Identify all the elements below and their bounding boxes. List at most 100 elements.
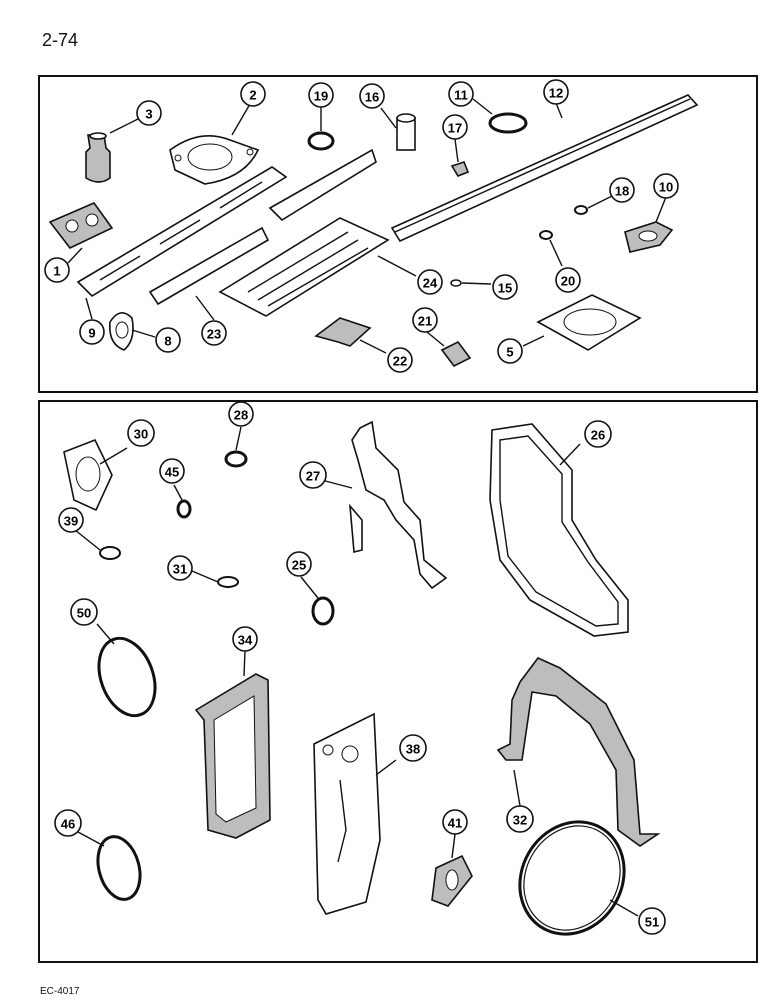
callout-38: 38 [399,734,427,762]
svg-text:23: 23 [207,327,221,342]
svg-text:15: 15 [498,281,512,296]
callout-2: 2 [240,81,266,107]
part-5-square-gasket [536,294,642,351]
svg-text:41: 41 [448,816,462,831]
svg-text:26: 26 [591,428,605,443]
callout-10: 10 [653,173,679,199]
part-19-seal [307,131,335,151]
part-39-ring [99,546,121,560]
part-34-oil-cooler-gasket [194,673,271,839]
top-parts-panel [38,75,758,393]
callout-32: 32 [506,805,534,833]
svg-text:28: 28 [234,408,248,423]
callout-46: 46 [54,809,82,837]
callout-5: 5 [497,338,523,364]
callout-28: 28 [228,401,254,427]
part-15-washer [450,279,462,287]
part-41-gasket [431,854,473,907]
callout-19: 19 [308,82,334,108]
part-26-timing-cover-gasket [489,423,629,637]
svg-text:12: 12 [549,86,563,101]
callout-26: 26 [584,420,612,448]
part-45-ring [176,499,192,519]
callout-17: 17 [442,114,468,140]
part-31-o-ring [217,576,239,588]
callout-12: 12 [543,79,569,105]
callout-31: 31 [167,555,193,581]
bottom-parts-panel [38,400,758,963]
svg-text:2: 2 [249,88,256,103]
callout-50: 50 [70,598,98,626]
svg-text:24: 24 [423,276,438,291]
part-12-cover-gasket [390,94,699,243]
callout-41: 41 [442,809,468,835]
svg-text:10: 10 [659,180,673,195]
part-50-o-ring [97,636,157,718]
callout-20: 20 [555,267,581,293]
callout-3: 3 [136,100,162,126]
part-30-exhaust-gasket [63,438,113,512]
page-number: 2-74 [42,30,79,50]
part-3-grommet [85,132,111,183]
part-22-plate [314,317,372,347]
part-9-intake-gasket [76,166,288,298]
svg-text:39: 39 [64,514,78,529]
callout-34: 34 [232,626,258,652]
callout-27: 27 [299,461,327,489]
callout-22: 22 [387,347,413,373]
svg-text:19: 19 [314,89,328,104]
part-25-ring [311,596,335,626]
callout-24: 24 [417,269,443,295]
part-20-o-ring [539,230,553,240]
callout-25: 25 [286,551,312,577]
callout-45: 45 [159,458,185,484]
part-28-seal [224,450,248,468]
part-16-sleeve [396,113,416,151]
callout-11: 11 [448,81,474,107]
callout-8: 8 [155,327,181,353]
part-21-pin [440,340,472,368]
part-18-o-ring [574,205,588,215]
svg-text:20: 20 [561,274,575,289]
part-2-flange-gasket [169,134,260,185]
part-strip-upper [268,148,377,222]
part-38-cooler-plate [313,712,381,915]
svg-text:30: 30 [134,427,148,442]
svg-text:34: 34 [238,633,253,648]
part-32-rear-gasket [496,657,661,847]
callout-21: 21 [412,307,438,333]
callout-1: 1 [44,257,70,283]
part-17-clip [450,161,470,177]
part-46-o-ring [96,835,142,901]
svg-text:46: 46 [61,817,75,832]
part-11-seal [488,112,528,134]
svg-text:21: 21 [418,314,432,329]
callout-18: 18 [609,177,635,203]
part-24-pan-gasket [218,217,390,317]
svg-text:22: 22 [393,354,407,369]
callout-15: 15 [492,274,518,300]
part-8-gasket [108,312,134,351]
part-27-plate-gasket [348,420,448,590]
svg-text:17: 17 [448,121,462,136]
svg-text:18: 18 [615,184,629,199]
callout-51: 51 [638,907,666,935]
svg-text:31: 31 [173,562,187,577]
footer-code: EC-4017 [40,986,80,997]
svg-text:51: 51 [645,915,659,930]
part-10-flange-gasket [624,221,674,253]
svg-text:5: 5 [506,345,513,360]
svg-text:11: 11 [454,88,468,103]
callout-16: 16 [359,83,385,109]
svg-text:3: 3 [145,107,152,122]
part-1-square-gasket [48,202,114,250]
svg-text:38: 38 [406,742,420,757]
leader-lines [67,98,667,917]
part-23-gasket-strip [148,226,270,306]
svg-text:9: 9 [88,326,95,341]
svg-text:16: 16 [365,90,379,105]
svg-text:27: 27 [306,469,320,484]
svg-text:1: 1 [53,264,60,279]
svg-text:32: 32 [513,813,527,828]
